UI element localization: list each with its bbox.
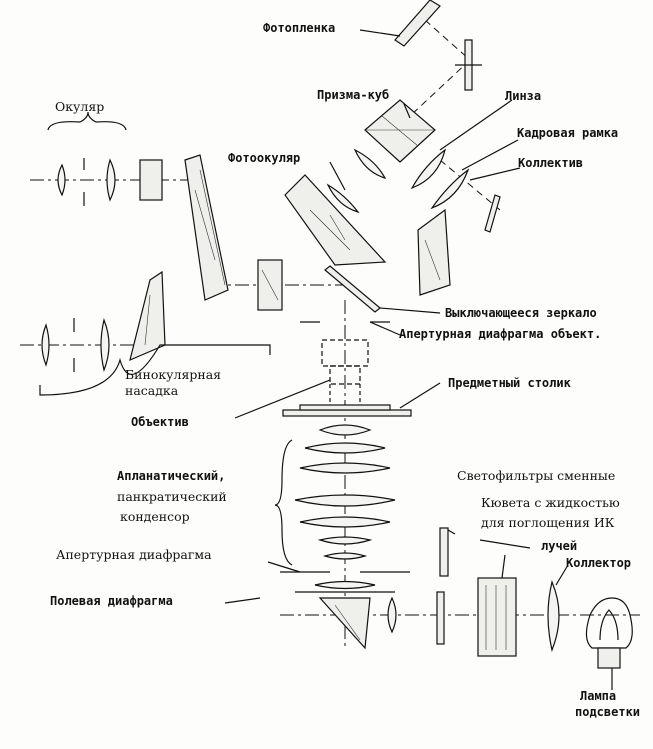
prism-lens-left (353, 148, 387, 179)
label-filters: Светофильтры сменные (457, 468, 616, 483)
frame-rod (484, 194, 501, 233)
label-photo-eyepiece: Фотоокуляр (228, 151, 301, 165)
label-switching-mirror: Выключающееся зеркало (445, 306, 597, 320)
label-binocular-2: насадка (125, 383, 179, 398)
collective-lens (430, 168, 470, 210)
switching-mirror (324, 265, 381, 313)
collector-lens (547, 580, 560, 653)
label-eyepiece: Окуляр (55, 99, 105, 114)
film-strip (394, 0, 441, 47)
illumination-prism (295, 591, 395, 650)
label-aperture-diaphragm: Апертурная диафрагма (56, 547, 212, 562)
illumination-lamp (585, 597, 633, 669)
label-condenser-2: панкратический (117, 489, 227, 504)
photo-eyepiece-prism (284, 174, 387, 266)
frame-plate-top (455, 39, 482, 91)
binocular-bracket (39, 344, 271, 396)
label-cuvette-3: лучей (541, 539, 578, 553)
prism-cube (364, 99, 436, 163)
binocular-prism-lower (129, 270, 166, 362)
binocular-prism-large (184, 154, 229, 301)
eyepiece-lower (41, 318, 110, 372)
field-diaphragm-plate (436, 591, 445, 645)
label-cuvette-2: для поглощения ИК (481, 515, 615, 530)
objective-body (300, 321, 390, 405)
side-prism-right (417, 208, 451, 296)
label-lens: Линза (505, 89, 542, 103)
cuvette (477, 577, 517, 657)
light-filter (439, 527, 449, 577)
label-film: Фотопленка (263, 21, 336, 35)
label-prism-cube: Призма-куб (317, 88, 390, 102)
label-frame: Кадровая рамка (517, 126, 619, 140)
label-cuvette-1: Кювета с жидкостью (481, 495, 620, 510)
binocular-block (257, 259, 283, 311)
label-objective: Объектив (131, 415, 189, 429)
label-condenser-3: конденсор (120, 509, 190, 524)
leader-lines (224, 29, 613, 690)
lens-element (410, 148, 446, 190)
label-lamp-1: Лампа (580, 689, 617, 703)
aperture-diaphragm (280, 571, 410, 590)
label-objective-aperture: Апертурная диафрагма объект. (399, 327, 602, 341)
film-axis (424, 19, 471, 61)
eyepiece-brace (47, 111, 127, 131)
photo-eyepiece-lens (326, 183, 360, 214)
field-lens (387, 596, 397, 634)
label-condenser-1: Апланатический, (117, 469, 226, 483)
label-collective: Коллектив (518, 156, 584, 170)
eyepiece-upper (57, 158, 163, 206)
collective-axis (439, 159, 501, 211)
condenser-brace (274, 439, 293, 566)
label-binocular-1: Бинокулярная (125, 367, 222, 382)
label-field-diaphragm: Полевая диафрагма (50, 594, 173, 608)
label-stage: Предметный столик (448, 376, 571, 390)
condenser-lenses (294, 424, 396, 560)
specimen-stage (282, 404, 412, 417)
label-lamp-2: подсветки (575, 705, 641, 719)
label-collector: Коллектор (566, 556, 632, 570)
